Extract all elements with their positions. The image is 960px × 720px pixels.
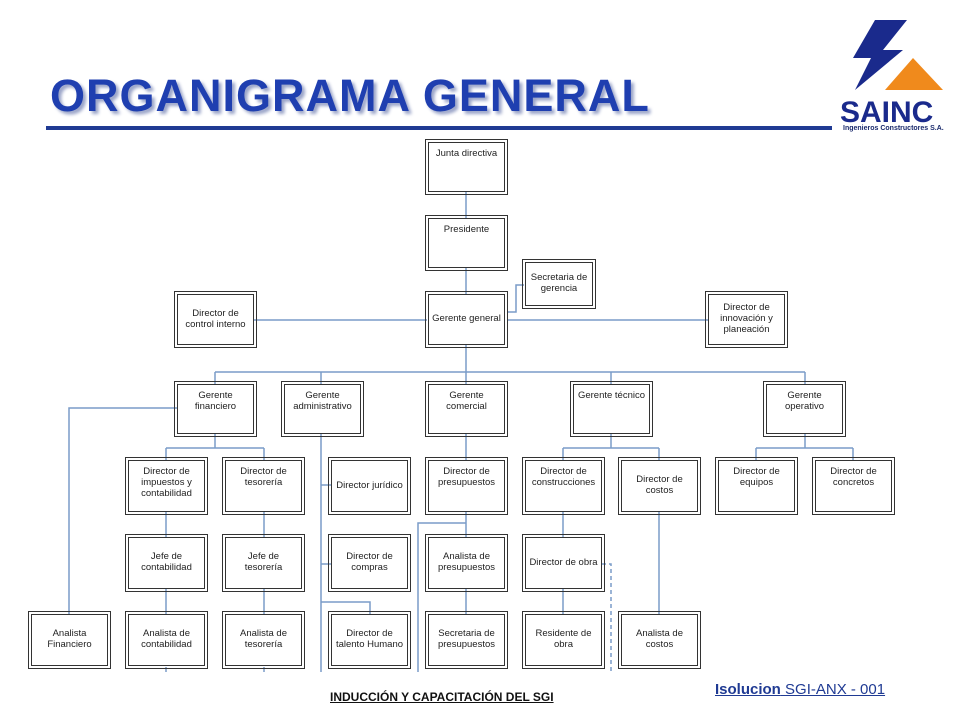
- node-director-talento-humano: Director de talento Humano: [328, 611, 411, 669]
- node-gerente-general: Gerente general: [425, 291, 508, 348]
- document-code[interactable]: SGI-ANX - 001: [785, 681, 886, 698]
- node-director-control-interno: Director de control interno: [174, 291, 257, 348]
- page-title: ORGANIGRAMA GENERAL: [50, 70, 650, 121]
- node-analista-presupuestos: Analista de presupuestos: [425, 534, 508, 592]
- node-gerente-operativo: Gerente operativo: [763, 381, 846, 437]
- logo-wordmark: SAINC: [840, 96, 933, 129]
- company-logo: SAINC: [840, 20, 943, 129]
- node-gerente-comercial: Gerente comercial: [425, 381, 508, 437]
- footer-course-title: INDUCCIÓN Y CAPACITACIÓN DEL SGI: [330, 690, 554, 704]
- node-director-obra: Director de obra: [522, 534, 605, 592]
- node-director-compras: Director de compras: [328, 534, 411, 592]
- node-director-innovacion: Director de innovación y planeación: [705, 291, 788, 348]
- node-director-construcciones: Director de construcciones: [522, 457, 605, 515]
- node-secretaria-gerencia: Secretaria de gerencia: [522, 259, 596, 309]
- isolucion-link[interactable]: Isolucion: [715, 681, 781, 698]
- node-jefe-tesoreria: Jefe de tesorería: [222, 534, 305, 592]
- node-analista-tesoreria: Analista de tesorería: [222, 611, 305, 669]
- node-gerente-tecnico: Gerente técnico: [570, 381, 653, 437]
- node-jefe-contabilidad: Jefe de contabilidad: [125, 534, 208, 592]
- node-secretaria-presupuestos: Secretaria de presupuestos: [425, 611, 508, 669]
- footer-document-code[interactable]: Isolucion SGI-ANX - 001: [715, 681, 885, 698]
- lightning-icon: [853, 20, 907, 90]
- node-director-costos: Director de costos: [618, 457, 701, 515]
- node-analista-contabilidad: Analista de contabilidad: [125, 611, 208, 669]
- node-junta-directiva: Junta directiva: [425, 139, 508, 195]
- node-gerente-financiero: Gerente financiero: [174, 381, 257, 437]
- node-director-equipos: Director de equipos: [715, 457, 798, 515]
- roof-icon: [885, 58, 943, 90]
- node-director-impuestos: Director de impuestos y contabilidad: [125, 457, 208, 515]
- node-director-juridico: Director jurídico: [328, 457, 411, 515]
- node-analista-financiero: Analista Financiero: [28, 611, 111, 669]
- logo-caption: Ingenieros Constructores S.A.: [843, 125, 944, 132]
- node-residente-obra: Residente de obra: [522, 611, 605, 669]
- node-analista-costos: Analista de costos: [618, 611, 701, 669]
- node-presidente: Presidente: [425, 215, 508, 271]
- node-director-concretos: Director de concretos: [812, 457, 895, 515]
- title-underline: [46, 126, 832, 130]
- node-director-presupuestos: Director de presupuestos: [425, 457, 508, 515]
- node-director-tesoreria: Director de tesorería: [222, 457, 305, 515]
- node-gerente-administrativo: Gerente administrativo: [281, 381, 364, 437]
